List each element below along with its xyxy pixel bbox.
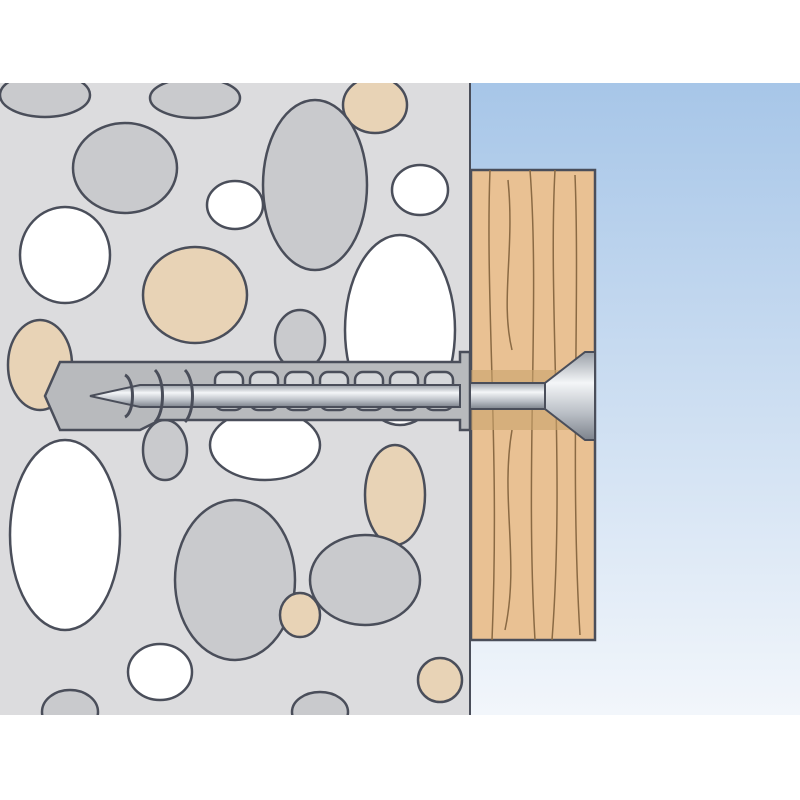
screw (89, 351, 596, 441)
